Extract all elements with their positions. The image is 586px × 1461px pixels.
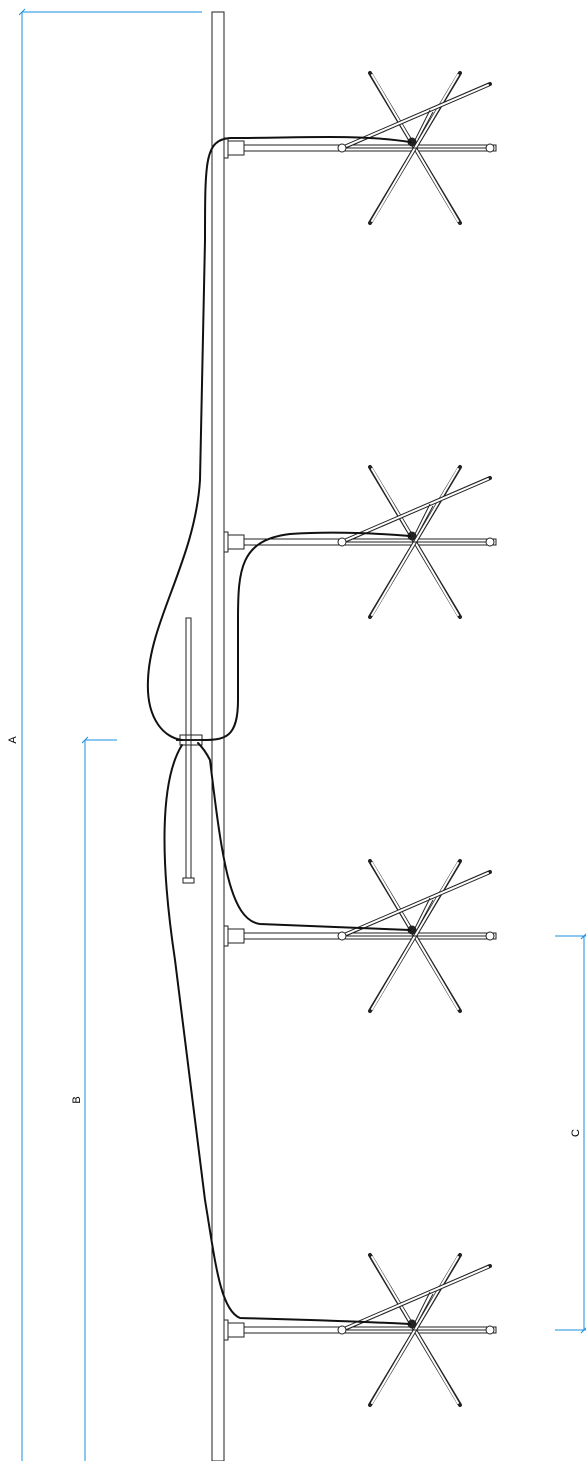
- cable-antenna-2: [201, 531, 411, 741]
- dimension-c: [555, 933, 586, 1334]
- cable-antenna-4: [163, 744, 411, 1325]
- dimension-b-label: B: [71, 1096, 83, 1103]
- dimension-c-label: C: [570, 1129, 582, 1137]
- antenna-1: [223, 71, 497, 225]
- antenna-3: [223, 859, 497, 1013]
- dimension-a: [18, 8, 202, 1461]
- dimension-b: [81, 736, 117, 1461]
- central-splitter: [176, 617, 206, 884]
- main-mast: [211, 11, 225, 1461]
- cable-antenna-3: [197, 742, 411, 931]
- antenna-2: [223, 465, 497, 619]
- antenna-4: [223, 1253, 497, 1407]
- cable-antenna-1: [146, 136, 411, 741]
- feed-cables: [146, 136, 411, 1325]
- dimension-a-label: A: [7, 736, 19, 744]
